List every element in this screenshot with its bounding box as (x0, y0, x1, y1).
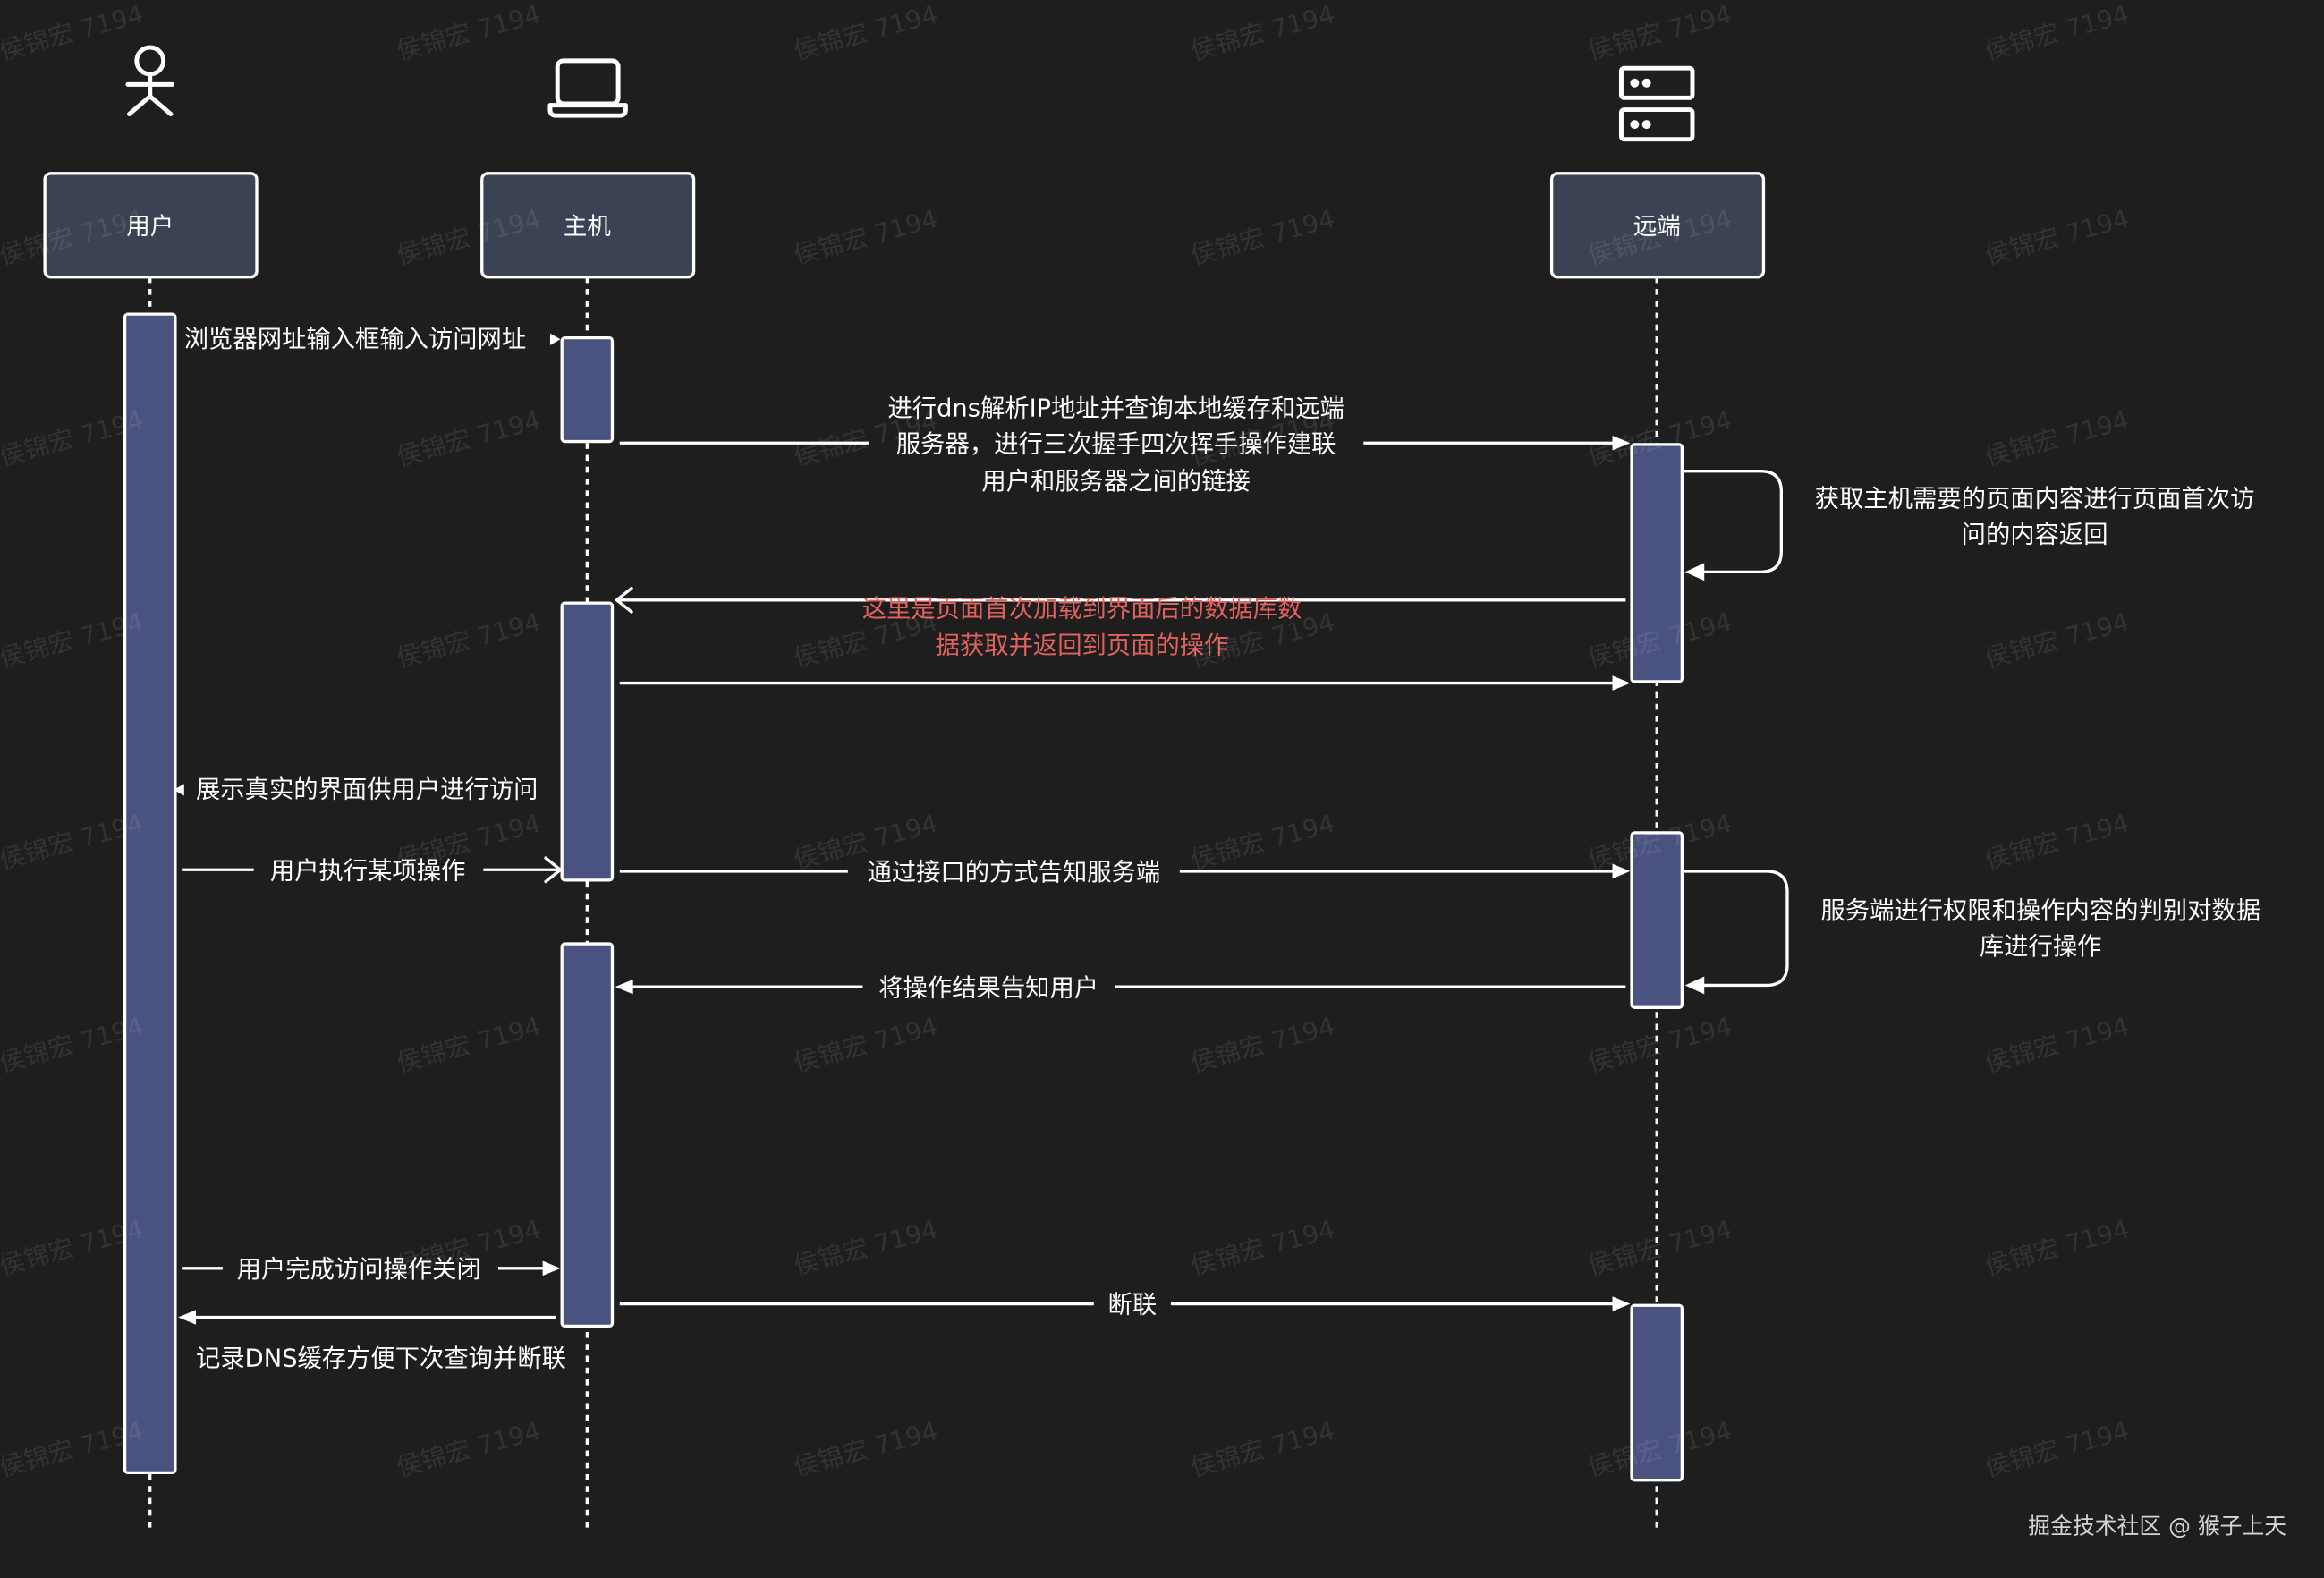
watermark-text: 侯锦宏 7194 (1981, 1214, 2132, 1281)
message-label: 库进行操作 (1980, 933, 2102, 961)
arrowhead (615, 979, 633, 995)
message-0: 浏览器网址输入框输入访问网址 (184, 326, 561, 353)
watermark-text: 侯锦宏 7194 (394, 607, 544, 674)
participant-label: 远端 (1633, 213, 1681, 241)
message-5: 展示真实的界面供用户进行访问 (174, 776, 538, 803)
message-label: 断联 (1108, 1292, 1158, 1319)
message-1: 进行dns解析IP地址并查询本地缓存和远端 服务器，进行三次握手四次挥手操作建联… (619, 395, 1631, 496)
arrowhead (1612, 863, 1631, 879)
laptop-icon (547, 58, 628, 118)
server-led (1630, 120, 1640, 130)
message-label: 将操作结果告知用户 (878, 974, 1098, 1002)
message-label: 用户和服务器之间的链接 (981, 468, 1250, 496)
watermark-text: 侯锦宏 7194 (791, 204, 941, 271)
activation-bar-user (123, 312, 177, 1475)
watermark-text: 侯锦宏 7194 (1188, 809, 1338, 876)
message-label: 这里是页面首次加载到界面后的数据库数 (862, 595, 1302, 623)
participant-label: 主机 (564, 213, 611, 241)
server-icon (1618, 65, 1695, 142)
message-label: 问的内容返回 (1962, 521, 2108, 548)
watermark-text: 侯锦宏 7194 (394, 1011, 544, 1078)
arrowhead (615, 586, 633, 614)
arrowhead (1684, 563, 1705, 581)
self-message-arrow (1682, 870, 1789, 988)
watermark-text: 侯锦宏 7194 (1585, 1011, 1735, 1078)
server-led (1641, 78, 1651, 88)
participant-remote: 远端 (1549, 172, 1766, 279)
watermark-text: 侯锦宏 7194 (1981, 809, 2132, 876)
watermark-text: 侯锦宏 7194 (791, 1416, 941, 1483)
self-message-arrow (1682, 470, 1784, 574)
activation-bar-remote (1630, 1303, 1684, 1482)
watermark-text: 侯锦宏 7194 (1188, 1416, 1338, 1483)
message-label: 用户执行某项操作 (270, 857, 466, 885)
message-4 (619, 675, 1631, 691)
server-led (1641, 120, 1651, 130)
message-label: 服务端进行权限和操作内容的判别对数据 (1820, 897, 2260, 925)
arrowhead (1612, 1296, 1631, 1311)
message-label: 进行dns解析IP地址并查询本地缓存和远端 (887, 395, 1344, 423)
server-led (1630, 78, 1640, 88)
watermark-text: 侯锦宏 7194 (1188, 0, 1338, 66)
message-7: 通过接口的方式告知服务端 (619, 859, 1631, 887)
arrowhead (1612, 435, 1631, 451)
activation-bar-remote (1630, 443, 1684, 683)
watermark-text: 侯锦宏 7194 (791, 405, 941, 472)
arrowhead (544, 856, 563, 884)
watermark-text: 侯锦宏 7194 (1981, 204, 2132, 271)
participant-label: 用户 (126, 213, 174, 241)
person-icon (125, 45, 175, 117)
activation-bar-remote (1630, 831, 1684, 1009)
activation-bar-host (560, 601, 615, 882)
activation-bar-host (560, 335, 615, 444)
watermark-text: 侯锦宏 7194 (1981, 405, 2132, 472)
message-label: 浏览器网址输入框输入访问网址 (184, 326, 526, 353)
activation-bar-host (560, 942, 615, 1328)
watermark-text: 侯锦宏 7194 (791, 1214, 941, 1281)
participant-user: 用户 (43, 172, 259, 279)
watermark-text: 侯锦宏 7194 (1981, 607, 2132, 674)
arrowhead (178, 1310, 197, 1325)
message-10: 用户完成访问操作关闭 (182, 1256, 561, 1284)
watermark-text: 侯锦宏 7194 (394, 809, 544, 876)
watermark-text: 侯锦宏 7194 (394, 1416, 544, 1483)
watermark-text: 侯锦宏 7194 (791, 1011, 941, 1078)
watermark-text: 侯锦宏 7194 (1188, 204, 1338, 271)
message-label: 获取主机需要的页面内容进行页面首次访 (1815, 486, 2255, 513)
message-8: 服务端进行权限和操作内容的判别对数据 库进行操作 (1682, 870, 2260, 995)
message-label: 通过接口的方式告知服务端 (867, 859, 1160, 887)
message-9: 将操作结果告知用户 (615, 974, 1626, 1002)
watermark-text: 侯锦宏 7194 (1981, 1416, 2132, 1483)
arrowhead (174, 784, 184, 796)
watermark-text: 侯锦宏 7194 (1585, 1214, 1735, 1281)
arrowhead (1612, 675, 1631, 691)
message-12: 记录DNS缓存方便下次查询并断联 (178, 1310, 566, 1372)
message-label: 服务器，进行三次握手四次挥手操作建联 (896, 430, 1336, 458)
arrowhead (549, 333, 561, 345)
watermark-text: 侯锦宏 7194 (791, 0, 941, 66)
message-3: 这里是页面首次加载到界面后的数据库数 据获取并返回到页面的操作 (615, 586, 1626, 660)
watermark-text: 侯锦宏 7194 (1981, 0, 2132, 66)
watermark-text: 侯锦宏 7194 (1981, 1011, 2132, 1078)
watermark-text: 侯锦宏 7194 (394, 405, 544, 472)
watermark-text: 侯锦宏 7194 (0, 0, 147, 66)
message-label: 用户完成访问操作关闭 (237, 1256, 481, 1284)
message-6: 用户执行某项操作 (182, 856, 563, 885)
message-label: 记录DNS缓存方便下次查询并断联 (196, 1345, 566, 1372)
watermark-text: 侯锦宏 7194 (394, 0, 544, 66)
arrowhead (1684, 976, 1705, 995)
arrowhead (542, 1260, 561, 1277)
watermark-text: 侯锦宏 7194 (1188, 1214, 1338, 1281)
message-label: 展示真实的界面供用户进行访问 (196, 776, 538, 803)
message-label: 据获取并返回到页面的操作 (936, 632, 1229, 660)
footer-credit: 掘金技术社区 @ 猴子上天 (2028, 1514, 2286, 1540)
watermark-text: 侯锦宏 7194 (1585, 0, 1735, 66)
message-2: 获取主机需要的页面内容进行页面首次访 问的内容返回 (1682, 470, 2255, 581)
participant-host: 主机 (480, 172, 696, 279)
message-11: 断联 (619, 1292, 1631, 1319)
watermark-text: 侯锦宏 7194 (1188, 1011, 1338, 1078)
